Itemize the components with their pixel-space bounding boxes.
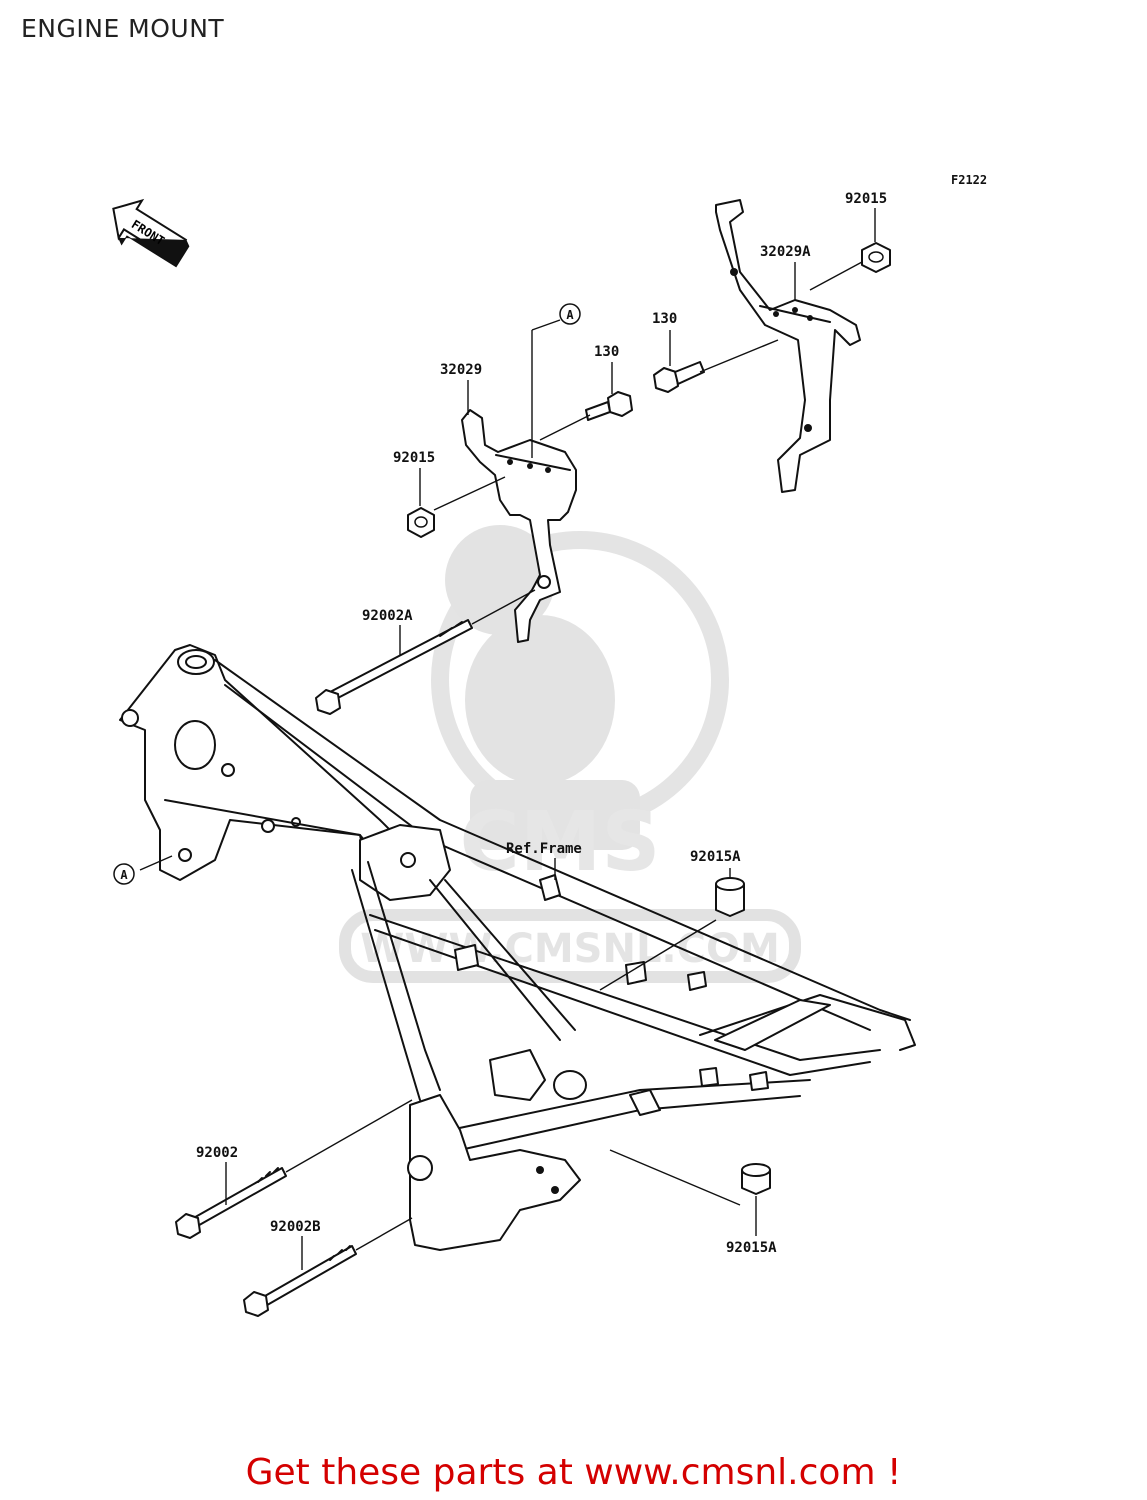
part-label-92015A-bottom[interactable]: 92015A (726, 1240, 777, 1256)
bolt-130-right (653, 361, 705, 393)
cmsnl-parts-link[interactable]: Get these parts at www.cmsnl.com ! (245, 1452, 902, 1493)
part-label-92002[interactable]: 92002 (196, 1145, 238, 1161)
bolt-92002B (243, 1245, 357, 1317)
part-label-32029A[interactable]: 32029A (760, 244, 811, 260)
page-title: ENGINE MOUNT (21, 14, 225, 43)
motorcycle-frame (119, 644, 916, 1251)
part-label-130-right[interactable]: 130 (652, 311, 677, 327)
leader-lines (139, 208, 876, 1270)
collar-92015A-bottom (741, 1163, 771, 1195)
callout-a-top-label: A (566, 308, 574, 322)
part-label-92002A[interactable]: 92002A (362, 608, 413, 624)
front-arrow-icon: FRONT (112, 198, 190, 268)
nut-92015-left (407, 507, 435, 538)
callout-a-top: A (559, 303, 581, 325)
part-label-92015-left[interactable]: 92015 (393, 450, 435, 466)
part-label-32029[interactable]: 32029 (440, 362, 482, 378)
collar-92015A-mid (715, 877, 745, 917)
figure-code: F2122 (951, 173, 987, 187)
bolt-130-left (585, 391, 633, 421)
ref-frame-label: Ref.Frame (506, 841, 582, 857)
callout-a-left-label: A (120, 868, 128, 882)
part-label-92015A-mid[interactable]: 92015A (690, 849, 741, 865)
bolt-92002A (315, 619, 473, 715)
bolt-92002 (175, 1167, 287, 1239)
callout-a-left: A (113, 863, 135, 885)
bracket-32029A (715, 199, 861, 493)
bracket-32029 (461, 409, 577, 643)
part-label-92015-right[interactable]: 92015 (845, 191, 887, 207)
nut-92015-right (861, 242, 891, 273)
part-label-92002B[interactable]: 92002B (270, 1219, 321, 1235)
part-label-130-left[interactable]: 130 (594, 344, 619, 360)
